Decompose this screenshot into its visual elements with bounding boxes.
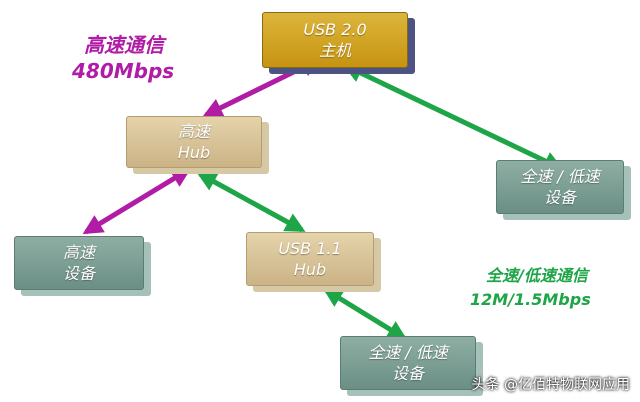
full-speed-device-bottom-node: 全速 / 低速 设备 <box>340 336 483 396</box>
watermark-text: 头条 @亿佰特物联网应用 <box>471 377 630 393</box>
high-speed-hub-subtitle: Hub <box>177 143 211 162</box>
usb11-hub-node: USB 1.1 Hub <box>246 232 381 292</box>
full-speed-device-bottom-title: 全速 / 低速 <box>368 343 448 362</box>
full-speed-device-right-subtitle: 设备 <box>543 188 576 207</box>
full-speed-device-right-node: 全速 / 低速 设备 <box>496 160 631 220</box>
full-speed-device-right-title: 全速 / 低速 <box>520 167 600 186</box>
high-speed-device-title: 高速 <box>62 243 95 262</box>
link-usb11-hub-to-fs-device-bottom <box>322 287 408 341</box>
full-speed-label-title: 全速/低速通信 <box>486 266 588 285</box>
link-hs-hub-to-usb11-hub <box>196 171 306 233</box>
usb-host-node: USB 2.0 主机 <box>262 12 415 74</box>
high-speed-label-rate: 480Mbps <box>72 59 175 83</box>
usb-host-title: USB 2.0 <box>303 20 367 39</box>
high-speed-label-title: 高速通信 <box>84 33 164 57</box>
full-speed-label: 全速/低速通信 12M/1.5Mbps <box>470 264 591 312</box>
usb11-hub-title: USB 1.1 <box>278 239 342 258</box>
high-speed-device-node: 高速 设备 <box>14 236 151 296</box>
high-speed-hub-title: 高速 <box>177 122 210 141</box>
link-host-to-fs-device-right <box>342 63 564 171</box>
high-speed-device-subtitle: 设备 <box>62 264 95 283</box>
link-hs-hub-to-hs-device <box>82 167 192 235</box>
full-speed-device-bottom-subtitle: 设备 <box>391 364 424 383</box>
usb11-hub-subtitle: Hub <box>293 260 327 279</box>
high-speed-hub-node: 高速 Hub <box>126 116 269 174</box>
high-speed-label: 高速通信 480Mbps <box>72 32 174 84</box>
usb-host-subtitle: 主机 <box>318 41 351 60</box>
full-speed-label-rate: 12M/1.5Mbps <box>470 290 591 309</box>
